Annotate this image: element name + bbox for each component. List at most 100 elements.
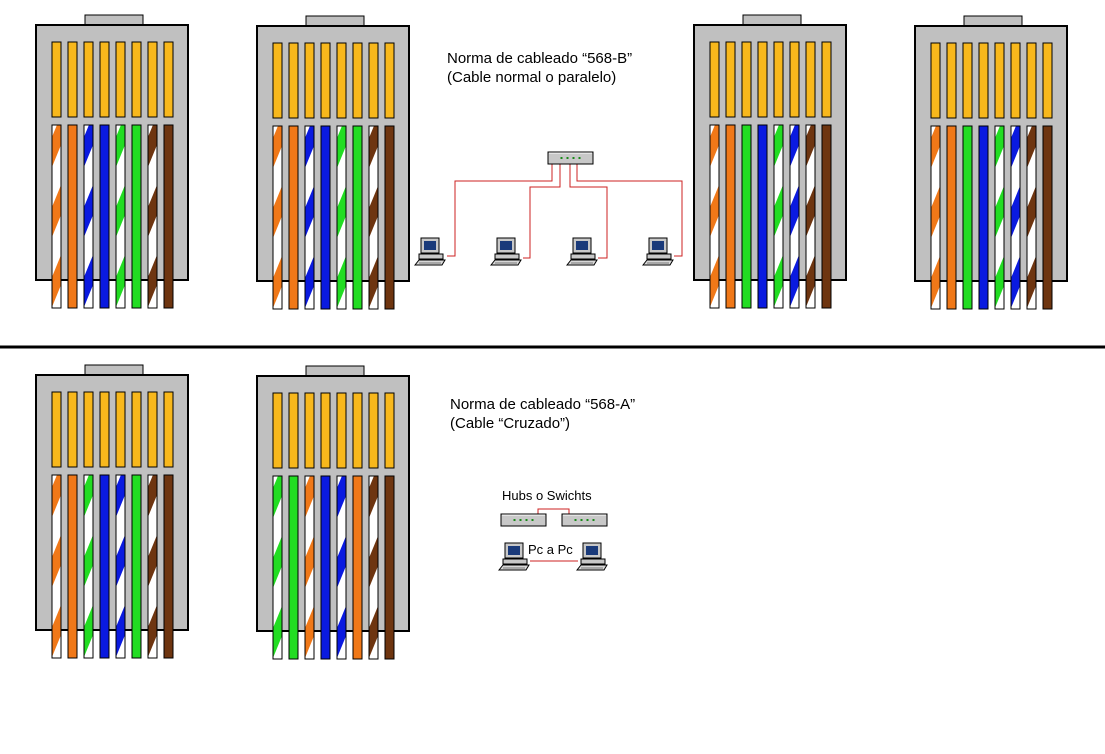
wire-white-green — [994, 125, 1005, 310]
wire-green — [288, 475, 299, 660]
contact-pin — [725, 41, 736, 118]
contact-pin — [384, 392, 395, 469]
wire-white-blue — [789, 124, 800, 309]
computer-icon — [413, 237, 446, 266]
wire-brown — [384, 125, 395, 310]
computer-icon — [497, 542, 530, 571]
contact-pin — [83, 391, 94, 468]
contact-pin — [994, 42, 1005, 119]
computer-icon — [565, 237, 598, 266]
contact-pin — [131, 41, 142, 118]
network-cable — [447, 164, 553, 257]
contact-pin — [352, 392, 363, 469]
wire-white-brown — [147, 124, 158, 309]
contact-pin — [962, 42, 973, 119]
wire-green — [131, 474, 142, 659]
contact-pin — [368, 42, 379, 119]
wire-blue — [978, 125, 989, 310]
contact-pin — [320, 392, 331, 469]
contact-pin — [789, 41, 800, 118]
contact-pin — [67, 391, 78, 468]
network-cable — [523, 164, 561, 259]
computer-icon — [641, 237, 674, 266]
wire-white-orange — [930, 125, 941, 310]
wire-white-brown — [147, 474, 158, 659]
straight-network-diagram — [413, 151, 683, 266]
contact-pin — [930, 42, 941, 119]
wire-white-orange — [51, 474, 62, 659]
contact-pin — [709, 41, 720, 118]
wire-blue — [99, 124, 110, 309]
contact-pin — [821, 41, 832, 118]
contact-pin — [115, 391, 126, 468]
contact-pin — [131, 391, 142, 468]
hub-icon — [561, 513, 608, 527]
contact-pin — [115, 41, 126, 118]
standard-b-title: Norma de cableado “568-B” — [447, 50, 633, 67]
contact-pin — [304, 42, 315, 119]
wire-blue — [320, 475, 331, 660]
connectors-group — [35, 14, 1068, 660]
wire-blue — [757, 124, 768, 309]
contact-pin — [99, 41, 110, 118]
hub-icon — [547, 151, 594, 165]
contact-pin — [1042, 42, 1053, 119]
wire-brown — [384, 475, 395, 660]
contact-pin — [384, 42, 395, 119]
wire-brown — [1042, 125, 1053, 310]
wire-white-brown — [805, 124, 816, 309]
contact-pin — [1026, 42, 1037, 119]
bottom-connector-1 — [35, 364, 189, 659]
contact-pin — [288, 42, 299, 119]
wire-green — [131, 124, 142, 309]
contact-pin — [352, 42, 363, 119]
wire-white-green — [115, 124, 126, 309]
hubs-label: Hubs o Swichts — [502, 488, 592, 503]
contact-pin — [805, 41, 816, 118]
connector-latch — [963, 15, 1023, 27]
wire-white-brown — [1026, 125, 1037, 310]
wire-white-brown — [368, 125, 379, 310]
wire-white-orange — [709, 124, 720, 309]
contact-pin — [773, 41, 784, 118]
wire-white-green — [336, 125, 347, 310]
wire-blue — [99, 474, 110, 659]
contact-pin — [1010, 42, 1021, 119]
contact-pin — [99, 391, 110, 468]
wire-blue — [320, 125, 331, 310]
contact-pin — [147, 391, 158, 468]
wire-orange — [946, 125, 957, 310]
pc-to-pc-label: Pc a Pc — [528, 542, 573, 557]
contact-pin — [163, 391, 174, 468]
top-connector-3 — [693, 14, 847, 309]
wire-green — [962, 125, 973, 310]
connector-latch — [84, 14, 144, 26]
contact-pin — [67, 41, 78, 118]
connector-latch — [84, 364, 144, 376]
wire-brown — [163, 474, 174, 659]
wire-brown — [163, 124, 174, 309]
wire-brown — [821, 124, 832, 309]
wire-orange — [352, 475, 363, 660]
computer-icon — [575, 542, 608, 571]
computer-icon — [489, 237, 522, 266]
contact-pin — [163, 41, 174, 118]
wire-green — [352, 125, 363, 310]
contact-pin — [946, 42, 957, 119]
crossover-network-diagram — [497, 508, 608, 571]
connector-latch — [742, 14, 802, 26]
top-connector-2 — [256, 15, 410, 310]
wire-white-green — [83, 474, 94, 659]
contact-pin — [272, 392, 283, 469]
contact-pin — [147, 41, 158, 118]
standard-b-subtitle: (Cable normal o paralelo) — [447, 69, 617, 86]
standard-a-subtitle: (Cable “Cruzado”) — [450, 415, 571, 432]
wire-orange — [288, 125, 299, 310]
contact-pin — [51, 41, 62, 118]
contact-pin — [288, 392, 299, 469]
connector-latch — [305, 365, 365, 377]
contact-pin — [741, 41, 752, 118]
wire-white-blue — [83, 124, 94, 309]
wire-white-green — [272, 475, 283, 660]
